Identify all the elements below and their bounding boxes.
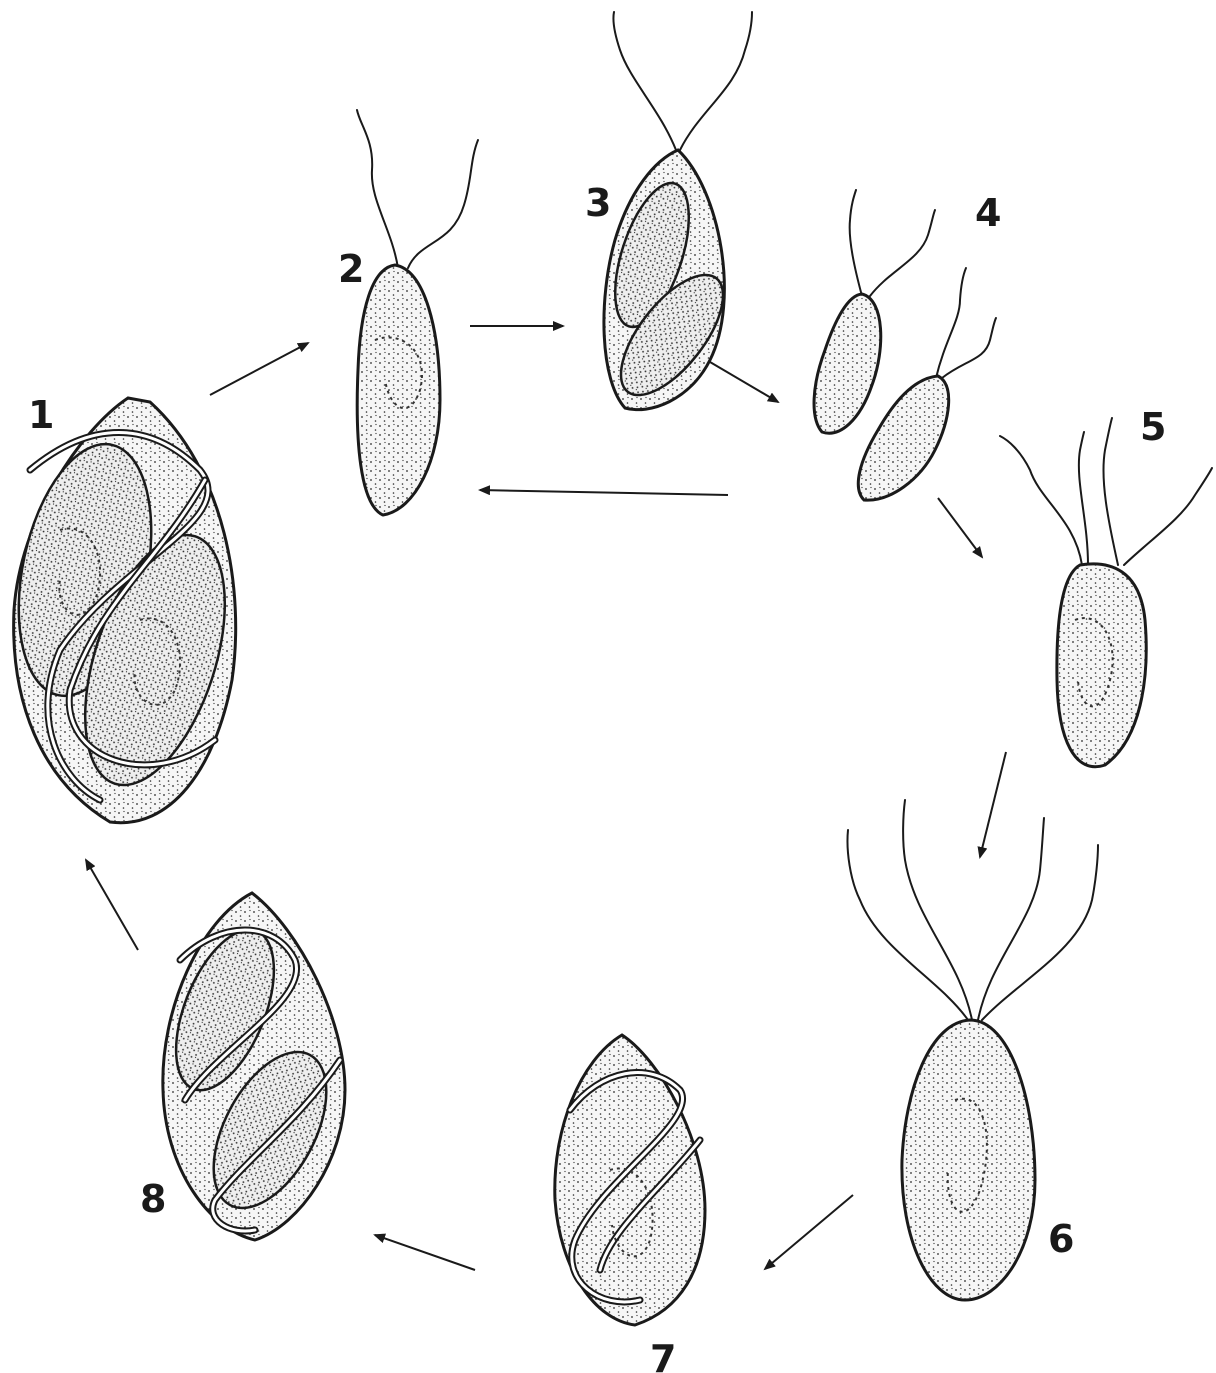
arrow-5-to-6 xyxy=(980,752,1006,857)
arrow-4-to-2 xyxy=(480,490,728,495)
stage-label-6: 6 xyxy=(1048,1217,1074,1261)
stage-label-7: 7 xyxy=(650,1337,676,1373)
stage-2-flagellate: 2 xyxy=(338,110,478,515)
stage-6-enlarged-cell: 6 xyxy=(848,800,1099,1300)
stage-3-division: 3 xyxy=(585,12,752,411)
arrow-6-to-7 xyxy=(765,1195,853,1269)
arrow-1-to-2 xyxy=(210,343,308,395)
stage-label-2: 2 xyxy=(338,247,364,291)
arrow-4-to-5 xyxy=(938,498,982,557)
arrow-7-to-8 xyxy=(375,1235,475,1270)
stage-7-cyst: 7 xyxy=(555,1035,705,1373)
stage-label-4: 4 xyxy=(975,191,1001,235)
stage-5-flagellate: 5 xyxy=(1000,405,1212,767)
arrow-3-to-4 xyxy=(710,362,778,402)
stage-label-8: 8 xyxy=(140,1177,166,1221)
stage-label-1: 1 xyxy=(28,393,54,437)
stage-label-3: 3 xyxy=(585,181,611,225)
stage-4-daughter-cells: 4 xyxy=(814,190,1001,500)
stage-label-5: 5 xyxy=(1140,405,1166,449)
stage-8-cyst: 8 xyxy=(140,893,350,1240)
arrow-8-to-1 xyxy=(86,860,138,950)
stage-1-cyst: 1 xyxy=(0,393,252,823)
